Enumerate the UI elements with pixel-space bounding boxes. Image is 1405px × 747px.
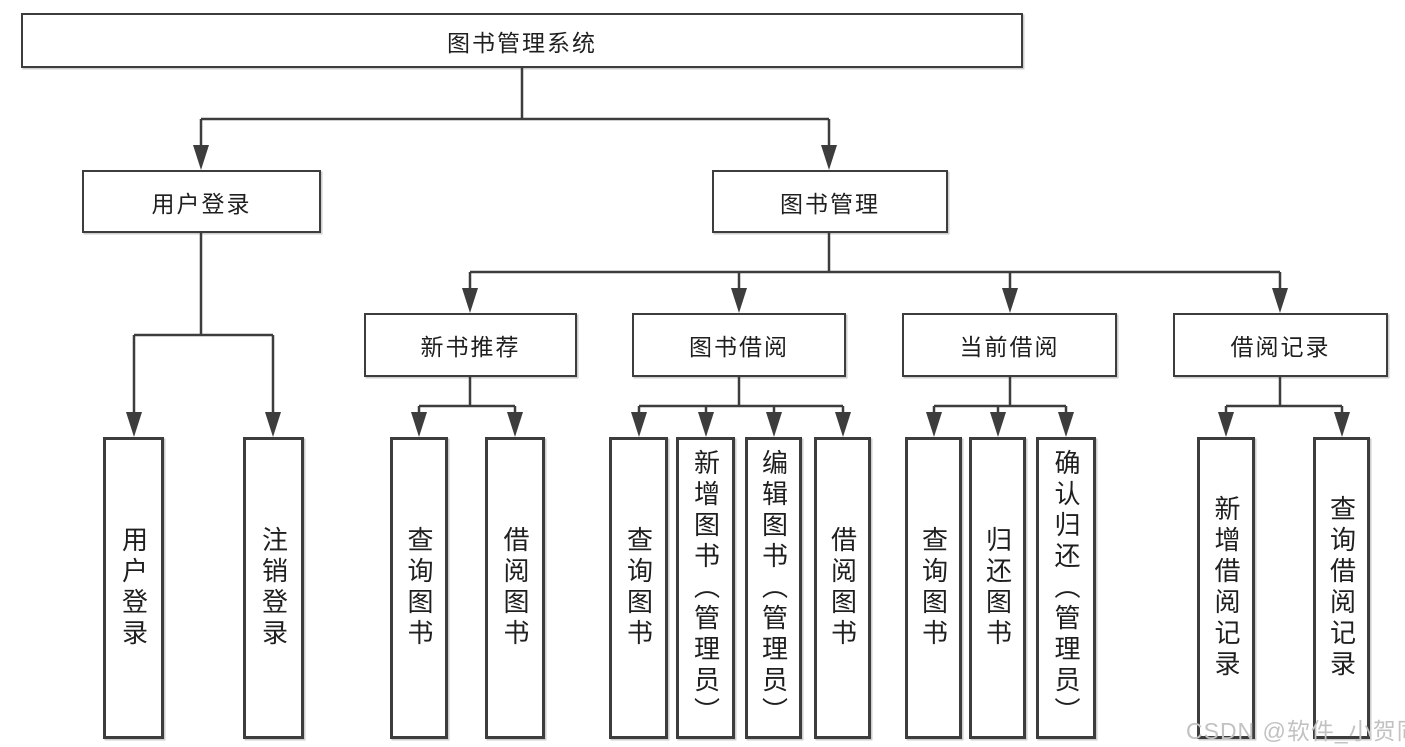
leaf-borrow-query-books: 查询图书 xyxy=(609,437,668,739)
leaf-current-return-books: 归还图书 xyxy=(969,437,1026,739)
csdn-watermark: CSDN @软件_小贺同学 xyxy=(1186,718,1405,744)
node-user-login: 用户登录 xyxy=(82,170,321,233)
node-new-book-recommend: 新书推荐 xyxy=(364,313,577,377)
leaf-current-confirm-return-admin: 确认归还（管理员） xyxy=(1036,437,1096,739)
node-borrow-records: 借阅记录 xyxy=(1173,313,1388,377)
leaf-borrow-add-books-admin: 新增图书（管理员） xyxy=(676,437,735,739)
node-book-borrow: 图书借阅 xyxy=(632,313,846,377)
leaf-current-query-books: 查询图书 xyxy=(905,437,962,739)
leaf-borrow-edit-books-admin: 编辑图书（管理员） xyxy=(745,437,802,739)
leaf-recommend-borrow-books: 借阅图书 xyxy=(485,437,545,739)
node-book-management: 图书管理 xyxy=(712,170,948,233)
node-current-borrow: 当前借阅 xyxy=(902,313,1117,377)
leaf-borrow-borrow-books: 借阅图书 xyxy=(814,437,871,739)
leaf-logout: 注销登录 xyxy=(243,437,304,739)
leaf-records-query-record: 查询借阅记录 xyxy=(1313,437,1370,739)
leaf-recommend-query-books: 查询图书 xyxy=(390,437,448,739)
leaf-records-add-record: 新增借阅记录 xyxy=(1197,437,1255,739)
leaf-user-login: 用户登录 xyxy=(103,437,164,739)
node-root: 图书管理系统 xyxy=(21,13,1023,68)
